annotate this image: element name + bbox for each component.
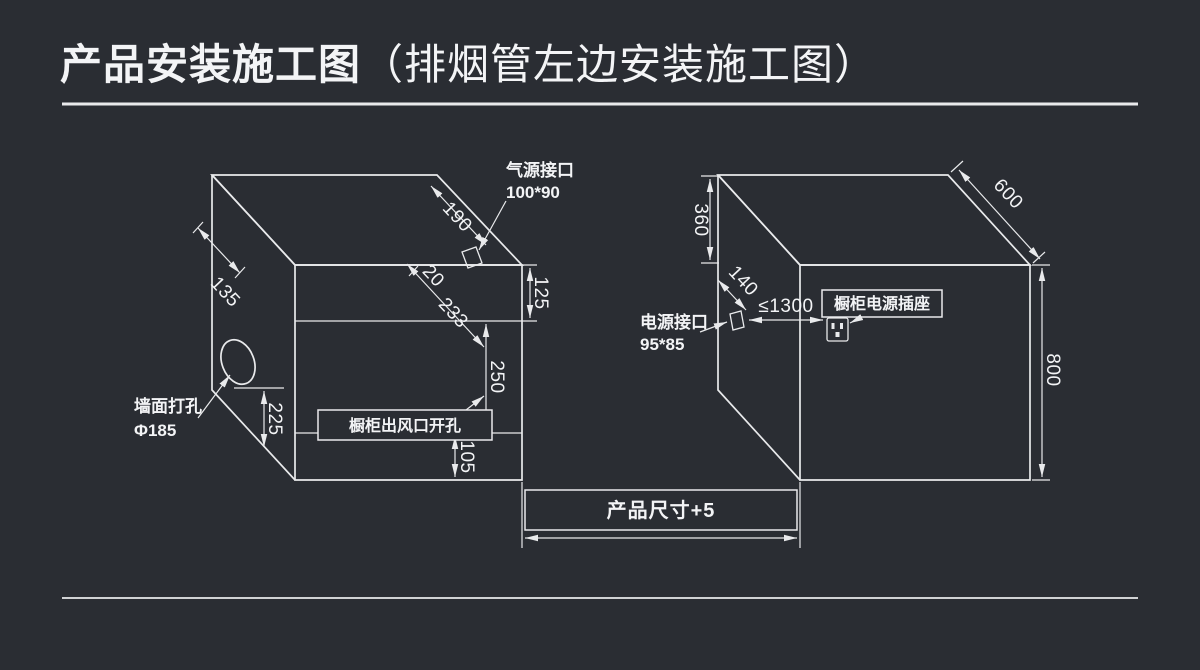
product-size-box [524, 489, 798, 531]
gas-port-label-line1: 气源接口 [505, 160, 574, 180]
right-cabinet-callouts: 电源接口 95*85 橱柜电源插座 [640, 289, 943, 354]
gas-port-leader [478, 200, 507, 251]
dim-125-ticks [522, 264, 537, 322]
product-size-label: 产品尺寸+5 [607, 498, 716, 522]
outlet-label: 橱柜出风口开孔 [349, 416, 461, 435]
dim-800-ticks [1032, 264, 1050, 481]
dim-225: 225 [264, 402, 285, 435]
power-socket-pin-bottom [835, 332, 840, 337]
dim-190: 190 [438, 198, 476, 237]
dim-190-line [430, 185, 487, 246]
wall-hole-leader [197, 374, 231, 419]
dim-600: 600 [989, 175, 1027, 214]
dim-1300: ≤1300 [758, 296, 813, 317]
power-socket-pin-right [840, 323, 843, 329]
dim-360: 360 [690, 203, 711, 236]
power-port-label-line1: 电源接口 [640, 312, 708, 332]
power-port-marker [729, 310, 745, 331]
product-size-dimension: 产品尺寸+5 [521, 482, 801, 548]
left-cabinet-top-face [210, 174, 524, 266]
dim-105: 105 [456, 440, 477, 473]
dim-135-line [197, 227, 241, 274]
power-socket-outline [826, 317, 849, 342]
wall-hole-ellipse [220, 338, 256, 386]
power-port-label-line2: 95*85 [640, 335, 684, 354]
right-cabinet-top-face [716, 174, 1032, 266]
dim-600-line [958, 169, 1041, 260]
right-cabinet-side-face [717, 174, 801, 481]
page-title-main: 产品安装施工图 [60, 41, 362, 88]
dim-20-233-tick [408, 265, 419, 277]
right-cabinet-front-face [799, 264, 1031, 481]
power-socket-pin-left [831, 323, 835, 329]
page-title-sub: （排烟管左边安装施工图） [361, 41, 878, 88]
product-size-extension-lines [521, 482, 801, 548]
left-cabinet-callouts: 气源接口 100*90 墙面打孔 Φ185 橱柜出风口开孔 [134, 160, 574, 441]
socket-label-box [821, 289, 943, 318]
socket-label: 橱柜电源插座 [834, 294, 930, 313]
dim-135-ticks [192, 221, 246, 279]
outlet-leader [465, 395, 485, 411]
wall-hole-label-line1: 墙面打孔 [134, 396, 202, 416]
dim-360-ticks [701, 175, 719, 264]
dim-20-233-line [406, 263, 485, 348]
dim-250: 250 [486, 360, 507, 393]
socket-leader [849, 314, 864, 324]
right-cabinet [716, 174, 1032, 481]
gas-port-marker [461, 246, 483, 269]
dim-125: 125 [530, 276, 551, 309]
gas-port-label-line2: 100*90 [506, 183, 560, 202]
power-port-leader [699, 321, 728, 333]
right-cabinet-dimensions: 360 140 ≤1300 600 800 [690, 160, 1063, 481]
outlet-label-box [317, 409, 493, 441]
dim-800: 800 [1042, 353, 1063, 386]
dim-140-line [717, 279, 747, 311]
dim-140: 140 [724, 262, 762, 301]
page-title: 产品安装施工图（排烟管左边安装施工图） [60, 41, 878, 88]
wall-hole-label-line2: Φ185 [134, 421, 176, 440]
power-socket-icon [826, 317, 849, 342]
